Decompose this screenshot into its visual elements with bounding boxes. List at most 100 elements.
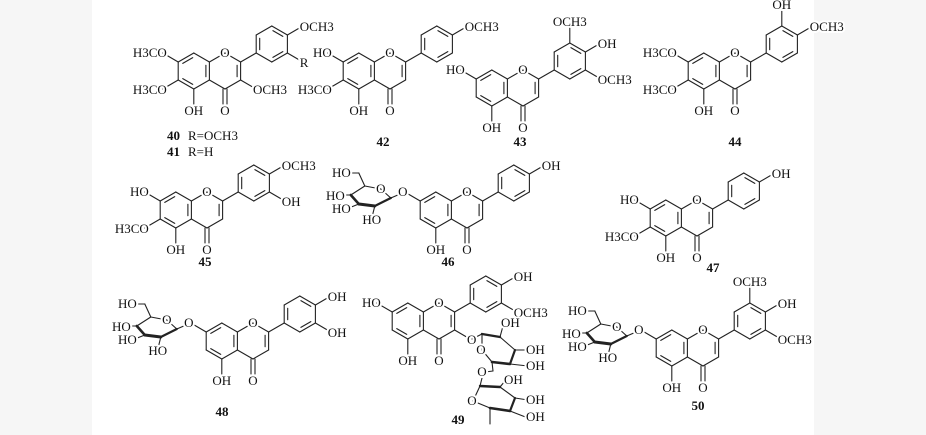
bond xyxy=(514,397,529,401)
bond xyxy=(680,199,698,210)
rhamnose-ring-oxygen-label: O xyxy=(467,393,476,408)
bond xyxy=(686,329,704,340)
c4prime-substituent: OCH3 xyxy=(810,19,844,34)
bond xyxy=(380,188,392,199)
bond xyxy=(236,349,254,360)
bond xyxy=(655,356,673,367)
bond xyxy=(143,333,163,339)
ring-oxygen-label: O xyxy=(248,315,257,330)
bond xyxy=(472,385,481,402)
bond xyxy=(480,332,502,339)
compound-number: 44 xyxy=(729,134,743,149)
bond xyxy=(734,79,752,90)
bond xyxy=(703,52,720,63)
bond xyxy=(718,52,736,63)
c3prime-substituent: OH xyxy=(282,194,301,209)
bond xyxy=(488,406,512,413)
bond xyxy=(420,52,438,63)
carbonyl-oxygen-label: O xyxy=(385,103,394,118)
bond xyxy=(654,204,666,211)
compound-caption: R=H xyxy=(188,144,213,159)
bond xyxy=(626,332,635,337)
carbonyl-oxygen-label: O xyxy=(462,242,471,257)
bond xyxy=(522,96,540,107)
bond xyxy=(419,218,437,229)
bond xyxy=(314,322,332,333)
bond xyxy=(509,410,529,419)
compound-number: 45 xyxy=(199,254,213,269)
bond xyxy=(252,322,270,333)
bond xyxy=(764,302,782,313)
bond xyxy=(299,295,316,306)
bond xyxy=(376,302,393,313)
bond xyxy=(389,79,407,90)
bond xyxy=(372,205,376,215)
bond xyxy=(435,218,452,229)
bond xyxy=(283,322,301,333)
c5-substituent: OH xyxy=(166,242,185,257)
bond xyxy=(144,303,152,318)
c5prime-substituent: OH xyxy=(772,0,791,12)
bond xyxy=(391,302,409,313)
c5-substituent: OH xyxy=(662,380,681,395)
bond xyxy=(358,52,375,63)
carbonyl-oxygen-label: O xyxy=(698,380,707,395)
bond xyxy=(475,96,493,107)
sugar-hydroxyl-label: HO xyxy=(118,332,137,347)
bond xyxy=(500,275,518,286)
carbonyl-oxygen-label: O xyxy=(692,250,701,265)
bond xyxy=(750,52,767,63)
sugar-ring-oxygen-label: O xyxy=(612,319,621,334)
bond xyxy=(513,164,530,175)
bond xyxy=(175,218,192,229)
c5-substituent: OH xyxy=(398,353,417,368)
bond xyxy=(437,51,449,58)
bond xyxy=(586,323,602,334)
c7-substituent: H3CO xyxy=(643,45,677,60)
figure-panel xyxy=(92,0,814,435)
bond xyxy=(254,190,266,197)
bond xyxy=(718,329,735,340)
bond xyxy=(471,333,483,340)
bond xyxy=(508,348,517,366)
glycosidic-oxygen-label: O xyxy=(184,315,193,330)
bond xyxy=(424,217,436,224)
bond xyxy=(206,191,224,202)
bond xyxy=(553,69,571,80)
bond xyxy=(665,226,682,237)
sugar-hydroxyl-label: HO xyxy=(332,201,351,216)
bond xyxy=(655,329,673,340)
bond xyxy=(162,52,179,63)
bond xyxy=(389,52,407,63)
bond xyxy=(206,218,224,229)
bond xyxy=(660,334,672,341)
bond xyxy=(750,328,762,335)
compound-number: 42 xyxy=(377,134,390,149)
bond xyxy=(176,325,185,330)
bond xyxy=(649,199,667,210)
bond xyxy=(499,325,504,338)
bond xyxy=(782,30,794,37)
bond xyxy=(237,191,255,202)
bond xyxy=(422,329,440,340)
bond xyxy=(240,79,257,90)
bond xyxy=(634,226,651,237)
bond xyxy=(255,25,273,36)
bond xyxy=(514,190,526,197)
glucose-o6-label: O xyxy=(477,364,486,379)
bond xyxy=(396,328,408,335)
bond xyxy=(193,79,210,90)
bond xyxy=(437,30,449,37)
bond xyxy=(616,326,628,337)
c4prime-substituent: OH xyxy=(328,289,347,304)
bond xyxy=(528,164,546,175)
ring-oxygen-label: O xyxy=(385,45,394,60)
bond xyxy=(159,218,177,229)
sugar-hydroxyl-label: HO xyxy=(118,296,137,311)
glycosidic-oxygen-label: O xyxy=(634,322,643,337)
c7-substituent: HO xyxy=(362,295,381,310)
c6-substituent: H3CO xyxy=(133,82,167,97)
